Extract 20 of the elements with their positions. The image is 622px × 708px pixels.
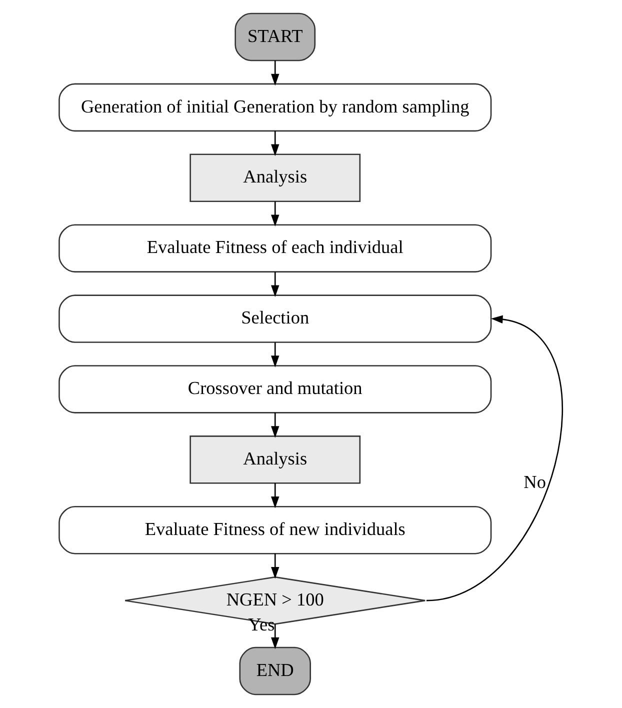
arrow [271, 412, 280, 438]
node-box: Evaluate Fitness of each individual [58, 224, 492, 272]
arrow [271, 624, 280, 650]
node-box: Evaluate Fitness of new individuals [58, 506, 492, 554]
node-box: START [234, 12, 316, 62]
arrow [271, 483, 280, 508]
arrow [271, 60, 280, 86]
arrow [271, 272, 280, 297]
node-box: Selection [58, 294, 492, 343]
node-box: Crossover and mutation [58, 365, 492, 414]
arrow [271, 201, 280, 227]
node-box: Analysis [190, 436, 361, 484]
edge-label: No [524, 472, 546, 492]
arrow [271, 342, 280, 368]
arrow [271, 554, 280, 579]
node-box: Analysis [190, 154, 361, 202]
node-box: END [239, 646, 311, 696]
arrow [271, 130, 280, 156]
arrow [426, 315, 563, 602]
node-box: Generation of initial Generation by random sampling [58, 83, 492, 132]
